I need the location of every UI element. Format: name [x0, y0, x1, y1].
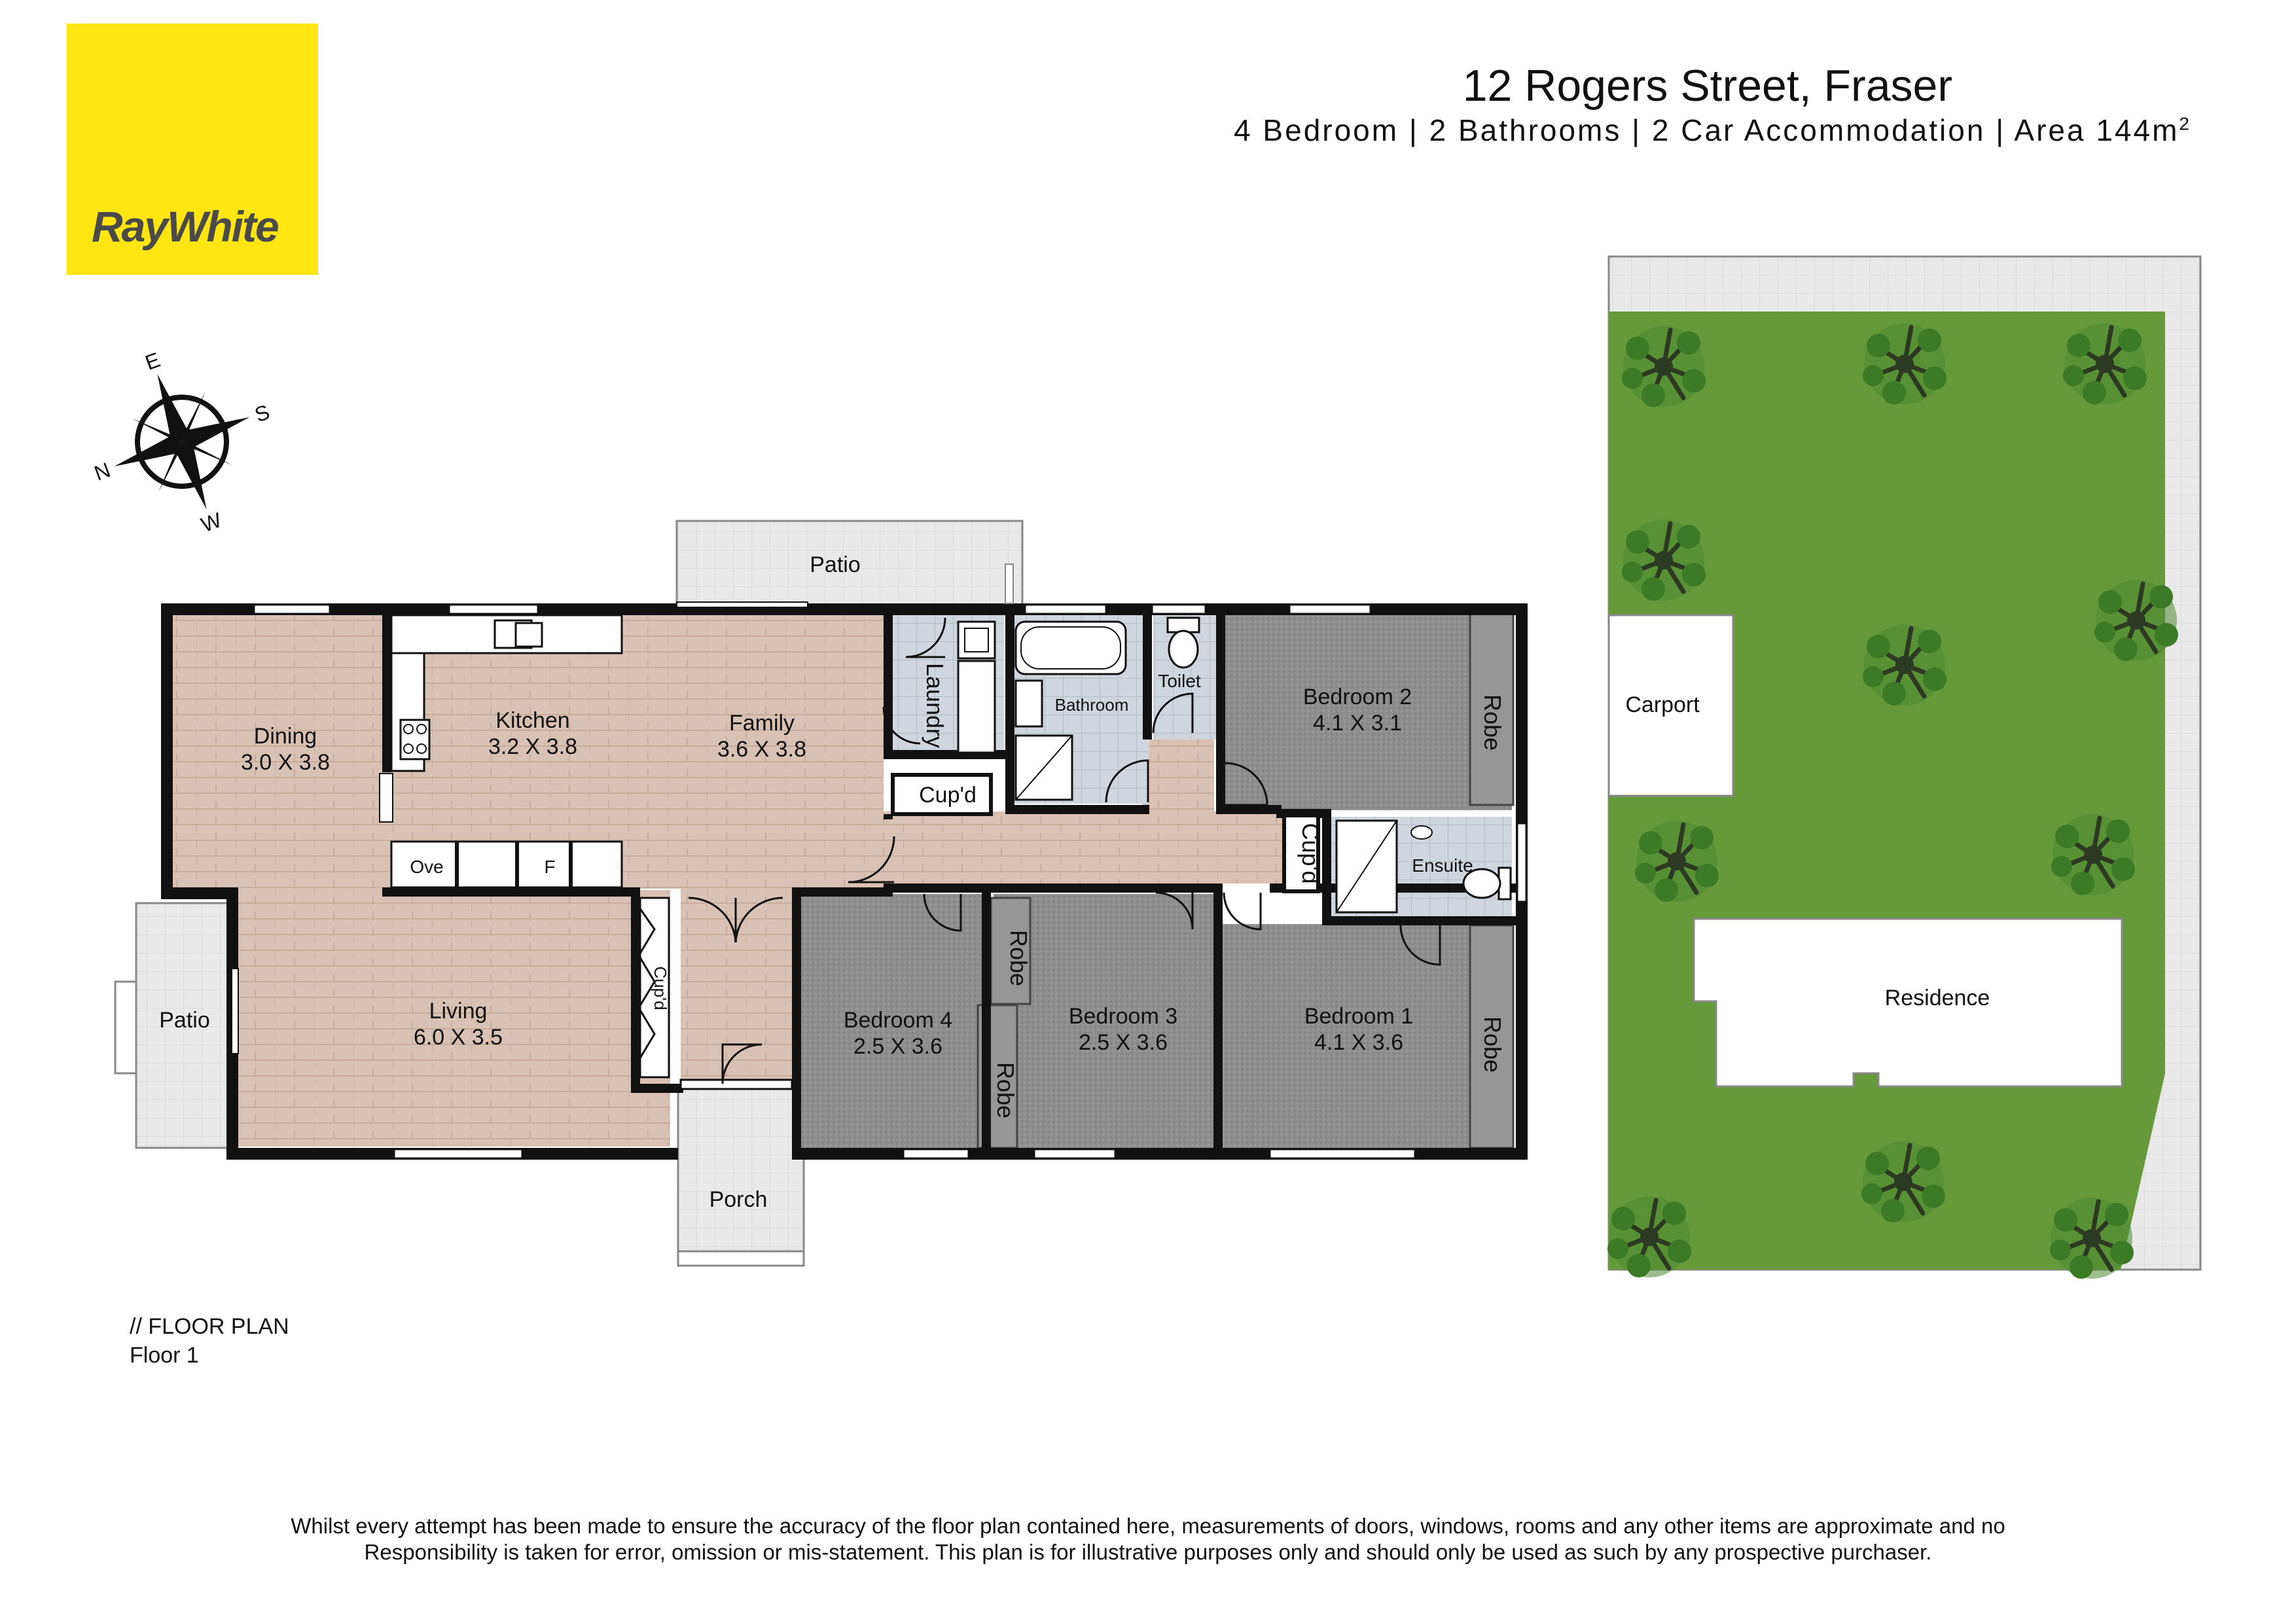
label-robe-bed3: Robe	[1005, 930, 1032, 986]
label-dining-size: 3.0 X 3.8	[241, 750, 330, 775]
label-robe-bed4: Robe	[992, 1062, 1019, 1118]
label-kitchen-size: 3.2 X 3.8	[488, 734, 577, 759]
living-floor	[237, 890, 670, 1147]
bedroom2-floor	[1224, 614, 1512, 810]
label-bedroom1: Bedroom 1	[1304, 1004, 1413, 1029]
robe-bed2	[1469, 613, 1515, 806]
robe-bed3	[990, 897, 1031, 1005]
windows	[253, 603, 1528, 1160]
dining-floor	[171, 614, 389, 895]
label-carport: Carport	[1625, 692, 1700, 717]
label-living-size: 6.0 X 3.5	[414, 1025, 503, 1050]
label-toilet: Toilet	[1158, 671, 1201, 691]
area-superscript: 2	[2179, 113, 2191, 134]
bedroom1-floor	[1221, 924, 1513, 1148]
label-patio-left: Patio	[159, 1008, 210, 1033]
label-bedroom2-size: 4.1 X 3.1	[1313, 711, 1402, 736]
label-living: Living	[429, 999, 488, 1024]
kitchen-bench-bottom	[390, 840, 623, 889]
label-kitchen: Kitchen	[495, 708, 569, 733]
summary-text: 4 Bedroom | 2 Bathrooms | 2 Car Accommod…	[1234, 113, 2179, 147]
label-robe-bed2: Robe	[1479, 694, 1506, 751]
label-ensuite: Ensuite	[1412, 855, 1473, 876]
label-robe-bed1: Robe	[1479, 1016, 1506, 1073]
disclaimer-line-1: Whilst every attempt has been made to en…	[291, 1514, 2005, 1538]
label-porch: Porch	[709, 1187, 768, 1212]
property-summary: 4 Bedroom | 2 Bathrooms | 2 Car Accommod…	[1234, 113, 2191, 148]
floor-number: Floor 1	[130, 1343, 199, 1368]
carport-block	[1607, 614, 1734, 797]
label-bedroom3: Bedroom 3	[1069, 1004, 1177, 1029]
compass-e: E	[142, 348, 163, 374]
robe-bed1	[1469, 924, 1515, 1149]
label-oven: Ove	[410, 857, 443, 877]
label-dining: Dining	[254, 724, 317, 749]
floor-plan-label: // FLOOR PLAN Floor 1	[130, 1312, 289, 1370]
compass-n: N	[91, 458, 113, 486]
door-swings	[635, 617, 1441, 1084]
disclaimer-line-2: Responsibility is taken for error, omiss…	[364, 1540, 1932, 1564]
compass-w: W	[198, 508, 224, 537]
label-bedroom1-size: 4.1 X 3.6	[1314, 1030, 1403, 1055]
patio-top-area	[675, 520, 1024, 610]
cupd-linen	[891, 773, 993, 816]
label-cupd-entry: Cup'd	[651, 966, 670, 1010]
label-family: Family	[729, 711, 795, 736]
label-family-size: 3.6 X 3.8	[717, 737, 806, 762]
disclaimer: Whilst every attempt has been made to en…	[0, 1513, 2296, 1565]
residence-block	[1693, 918, 2123, 1088]
raywhite-logo: RayWhite	[67, 24, 318, 275]
label-bathroom: Bathroom	[1055, 695, 1129, 715]
label-fridge: F	[544, 857, 555, 877]
label-bedroom4-size: 2.5 X 3.6	[853, 1034, 942, 1059]
label-bedroom3-size: 2.5 X 3.6	[1079, 1030, 1168, 1055]
cupd-hall	[1282, 813, 1320, 893]
label-bedroom2: Bedroom 2	[1303, 685, 1412, 709]
porch-area	[677, 1088, 805, 1267]
bedroom4-floor	[800, 894, 984, 1148]
label-residence: Residence	[1885, 986, 1990, 1010]
compass-s: S	[251, 400, 272, 427]
hallway-floor	[884, 812, 1289, 883]
label-cupd-linen: Cup'd	[919, 783, 977, 808]
label-laundry: Laundry	[922, 663, 948, 748]
property-address: 12 Rogers Street, Fraser	[1462, 61, 1952, 111]
label-bedroom4: Bedroom 4	[844, 1008, 952, 1033]
logo-text: RayWhite	[92, 202, 279, 251]
label-patio-top: Patio	[810, 552, 861, 577]
label-cupd-hall: Cup'd	[1297, 823, 1324, 884]
floor-plan-title: // FLOOR PLAN	[130, 1314, 289, 1339]
compass-rose: N S E W	[91, 348, 273, 537]
